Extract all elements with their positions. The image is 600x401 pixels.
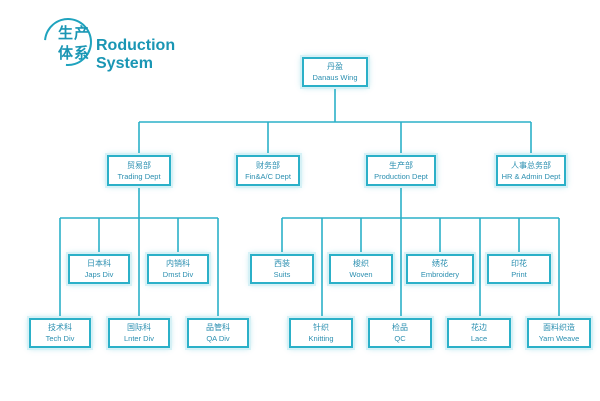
node-dept-hr-cn: 人事总务部 <box>511 160 551 170</box>
node-div-qc-en: QC <box>394 334 406 343</box>
node-div-print: 印花 Print <box>487 254 551 284</box>
node-div-qa-cn: 品管科 <box>206 323 230 332</box>
node-div-dmst-cn: 内销科 <box>166 259 190 268</box>
node-div-dmst-en: Dmst Div <box>162 270 194 279</box>
node-div-suits: 西装 Suits <box>250 254 314 284</box>
node-dept-hr: 人事总务部 HR & Admin Dept <box>496 155 566 186</box>
node-dept-finance-en: Fin&A/C Dept <box>245 171 291 181</box>
node-root: 丹盈 Danaus Wing <box>302 57 368 87</box>
node-div-print-cn: 印花 <box>511 259 527 268</box>
header: 生产 体系 Roduction System <box>0 0 220 80</box>
node-div-yarn-cn: 面料织造 <box>543 323 575 332</box>
node-div-dmst: 内销科 Dmst Div <box>147 254 209 284</box>
node-div-woven-cn: 梭织 <box>353 259 369 268</box>
node-div-inter: 国际科 Lnter Div <box>108 318 170 348</box>
node-dept-trading-en: Trading Dept <box>117 171 161 181</box>
node-div-suits-cn: 西装 <box>274 259 290 268</box>
node-div-embroidery: 绣花 Embroidery <box>406 254 474 284</box>
node-div-tech-en: Tech Div <box>45 334 75 343</box>
node-dept-production-en: Production Dept <box>374 171 428 181</box>
node-div-suits-en: Suits <box>273 270 291 279</box>
node-dept-trading-cn: 贸易部 <box>127 160 151 170</box>
page-title: Roduction System <box>96 37 176 72</box>
node-div-inter-cn: 国际科 <box>127 323 151 332</box>
node-div-woven: 梭织 Woven <box>329 254 393 284</box>
node-div-japs-en: Japs Div <box>84 270 114 279</box>
node-div-yarn-en: Yarn Weave <box>538 334 580 343</box>
node-div-qa: 品管科 QA Div <box>187 318 249 348</box>
node-div-inter-en: Lnter Div <box>123 334 154 343</box>
node-div-qc-cn: 检品 <box>392 323 408 332</box>
node-div-lace-en: Lace <box>470 334 488 343</box>
node-root-en: Danaus Wing <box>312 73 358 82</box>
node-div-tech-cn: 技术科 <box>48 323 72 332</box>
node-div-qa-en: QA Div <box>206 334 230 343</box>
node-div-print-en: Print <box>511 270 527 279</box>
node-dept-production: 生产部 Production Dept <box>366 155 436 186</box>
node-div-japs: 日本科 Japs Div <box>68 254 130 284</box>
node-div-knitting-en: Knitting <box>308 334 334 343</box>
node-dept-hr-en: HR & Admin Dept <box>501 171 561 181</box>
node-div-knitting: 针织 Knitting <box>289 318 353 348</box>
node-div-lace: 花边 Lace <box>447 318 511 348</box>
node-div-embroidery-cn: 绣花 <box>432 259 448 268</box>
node-div-embroidery-en: Embroidery <box>420 270 460 279</box>
logo-cn-line1: 生产 <box>58 24 91 42</box>
node-div-knitting-cn: 针织 <box>313 323 329 332</box>
node-div-japs-cn: 日本科 <box>87 259 111 268</box>
node-dept-trading: 贸易部 Trading Dept <box>107 155 171 186</box>
node-div-lace-cn: 花边 <box>471 323 487 332</box>
node-div-tech: 技术科 Tech Div <box>29 318 91 348</box>
node-root-cn: 丹盈 <box>327 62 343 71</box>
node-div-woven-en: Woven <box>349 270 373 279</box>
node-dept-finance: 财务部 Fin&A/C Dept <box>236 155 300 186</box>
node-dept-finance-cn: 财务部 <box>256 160 280 170</box>
node-div-yarn: 面料织造 Yarn Weave <box>527 318 591 348</box>
node-div-qc: 检品 QC <box>368 318 432 348</box>
node-dept-production-cn: 生产部 <box>389 160 413 170</box>
logo-cn-line2: 体系 <box>58 44 91 62</box>
